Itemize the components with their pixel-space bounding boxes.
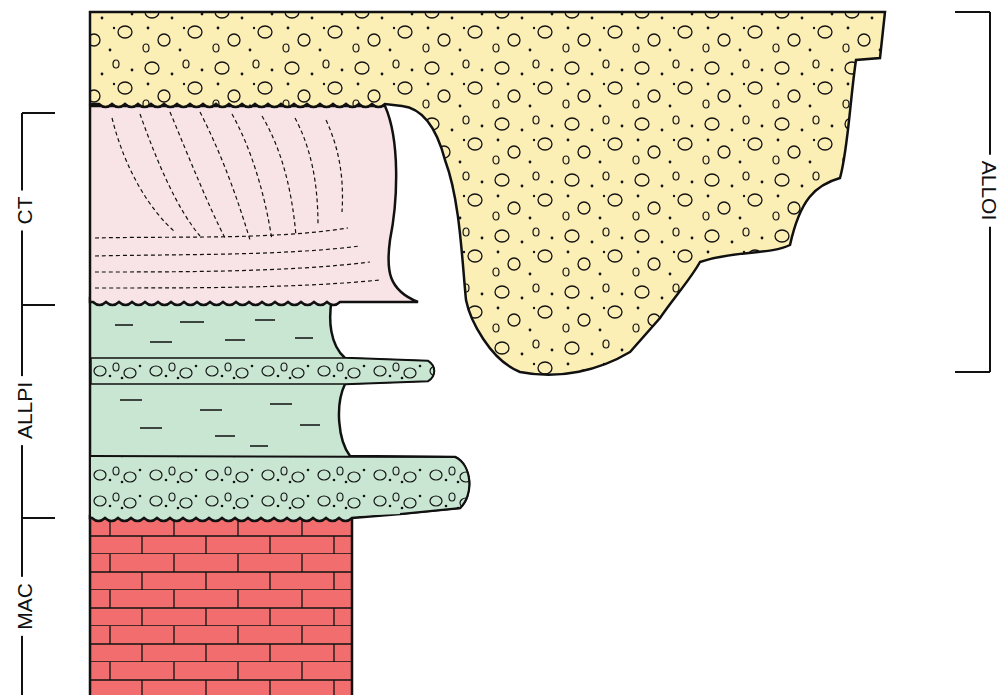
unit-label: CT (11, 190, 38, 230)
unit-label: MAC (10, 577, 37, 636)
mudstone-unit (90, 298, 469, 521)
limestone-unit (90, 516, 352, 695)
cross-bedded-sandstone (90, 106, 418, 305)
bed-boundary (91, 456, 469, 514)
conglomerate-unit (90, 12, 885, 375)
cross-bedding (95, 112, 380, 288)
conglomerate-bed (91, 456, 469, 516)
unit-label: ALLPI (11, 375, 38, 444)
conglomerate-bed (91, 358, 434, 384)
unit-label: ALLOI (976, 154, 1003, 226)
mud-dashes (115, 320, 320, 446)
unit-bracket (22, 12, 990, 695)
